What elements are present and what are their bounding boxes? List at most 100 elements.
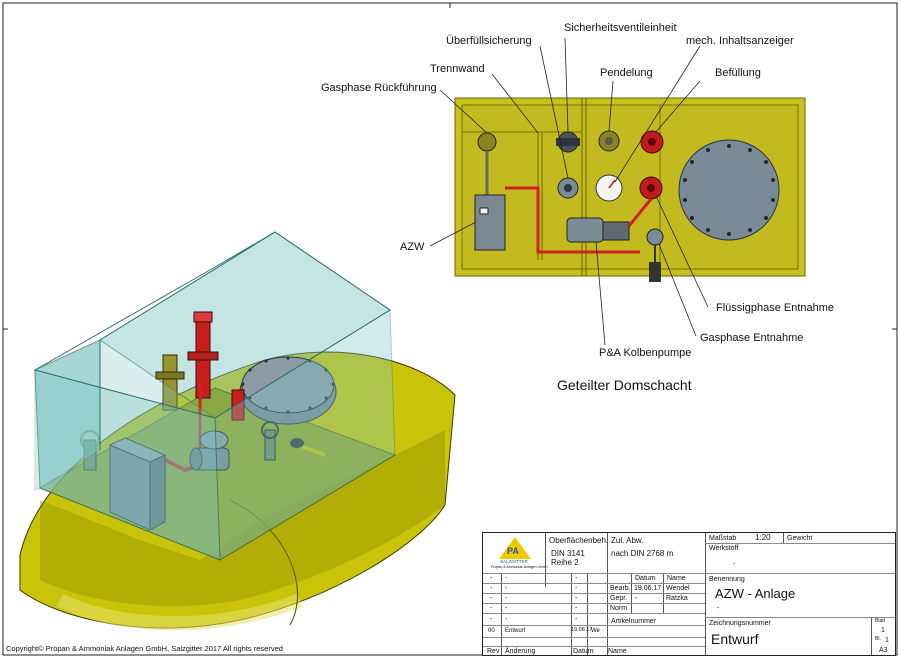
azw-box-top bbox=[108, 437, 167, 463]
rev-dash-13: - bbox=[575, 595, 578, 602]
drawing-no-label: Zeichnungsnummer bbox=[709, 620, 771, 627]
tb-hline-2 bbox=[705, 617, 895, 618]
sheet-label: Blatt bbox=[875, 618, 886, 624]
weight-label: Gewicht bbox=[787, 535, 813, 542]
checked-name: Ratzka bbox=[666, 595, 688, 602]
tb-hline-4 bbox=[483, 593, 705, 594]
tolerance-value: nach DIN 2768 m bbox=[611, 549, 674, 558]
azw-box-top-view-label bbox=[479, 207, 489, 215]
pump-head-top-view bbox=[602, 221, 630, 241]
rev-dash-7: - bbox=[490, 605, 493, 612]
row-drawn-label: Bearb. bbox=[610, 585, 631, 592]
format-value: A3 bbox=[879, 647, 888, 654]
drawing-title: Geteilter Domschacht bbox=[557, 377, 692, 393]
checked-date: - bbox=[635, 595, 638, 602]
liquid-pipe-top-view bbox=[505, 186, 640, 254]
label-mech-inhaltsanzeiger: mech. Inhaltsanzeiger bbox=[686, 35, 794, 47]
pump-motor-end bbox=[189, 447, 203, 471]
label-befuellung: Befüllung bbox=[715, 67, 761, 79]
label-pendelung: Pendelung bbox=[600, 67, 653, 79]
pump-feed-pipe bbox=[627, 198, 653, 227]
label-azw: AZW bbox=[400, 241, 425, 253]
tb-divider-rev1 bbox=[501, 573, 502, 655]
overfill-valve-flange bbox=[155, 371, 185, 380]
rev-dash-3: - bbox=[490, 585, 493, 592]
rev-date: 19.06.17 bbox=[571, 627, 593, 633]
content-gauge-needle bbox=[608, 179, 616, 189]
surface-label: Oberflächenbeh. bbox=[549, 536, 609, 545]
material-label: Werkstoff bbox=[709, 545, 739, 552]
manhole-top-view-bolts bbox=[683, 144, 775, 236]
manhole-top-view bbox=[678, 139, 780, 241]
change-label: Änderung bbox=[505, 648, 536, 655]
col-name-header: Name bbox=[667, 575, 686, 582]
col-date-header: Datum bbox=[635, 575, 656, 582]
label-gasphase-entnahme: Gasphase Entnahme bbox=[700, 332, 803, 344]
sheets-value: 1 bbox=[885, 637, 889, 644]
pump-top-view bbox=[566, 217, 604, 243]
leader-lines bbox=[429, 37, 709, 346]
rev-dash-8: - bbox=[505, 605, 508, 612]
drawing-no-value: Entwurf bbox=[711, 631, 759, 647]
row-norm-label: Norm bbox=[610, 605, 628, 612]
rev-dash-6: - bbox=[505, 595, 508, 602]
label-fluessigphase-entnahme: Flüssigphase Entnahme bbox=[716, 302, 834, 314]
label-trennwand: Trennwand bbox=[430, 63, 485, 75]
tb-hline-8 bbox=[483, 637, 705, 638]
housing-top-rim bbox=[33, 231, 391, 419]
manhole-bolts bbox=[241, 356, 335, 414]
rev-index: 00 bbox=[488, 628, 495, 634]
float-gauge bbox=[290, 438, 304, 448]
overfill-top-view-inner bbox=[564, 184, 572, 192]
row-checked-label: Gepr. bbox=[610, 595, 628, 602]
rev-dash-1: - bbox=[490, 575, 493, 582]
tb-hline-1 bbox=[483, 573, 895, 574]
gas-outlet-top-view bbox=[646, 228, 664, 246]
rev-dash-12: - bbox=[575, 585, 578, 592]
name-label: Benennung bbox=[709, 576, 745, 583]
fluessig-coupling-inner bbox=[647, 184, 655, 192]
tank-shadow bbox=[40, 430, 445, 607]
housing-divider-top bbox=[99, 231, 276, 341]
scale-label: Maßstab bbox=[709, 535, 737, 542]
rev-dash-10: - bbox=[505, 616, 508, 623]
tb-hline-9 bbox=[483, 646, 705, 647]
scale-value: 1:20 bbox=[755, 533, 771, 542]
surface-value-2: Reihe 2 bbox=[551, 558, 579, 567]
rev-dash-9: - bbox=[490, 616, 493, 623]
name-value: AZW - Anlage bbox=[715, 586, 796, 601]
rev-name: We bbox=[591, 628, 600, 634]
tb-hline-3 bbox=[483, 583, 705, 584]
tb-divider-scale bbox=[783, 533, 784, 543]
rev-text: Entwurf bbox=[505, 628, 526, 634]
label-sicherheitsventileinheit: Sicherheitsventileinheit bbox=[564, 22, 677, 34]
drawn-date: 19.06.17 bbox=[634, 585, 662, 592]
safety-valve-2 bbox=[231, 389, 245, 421]
article-label: Artikelnummer bbox=[611, 618, 657, 625]
gas-outlet-handwheel bbox=[261, 421, 279, 439]
gas-return-handwheel bbox=[477, 132, 497, 152]
label-gasphase-rueckfuehrung: Gasphase Rückführung bbox=[321, 82, 437, 94]
safety-valve-flange bbox=[187, 351, 219, 361]
rev-label: Rev bbox=[487, 648, 500, 655]
rev-dash-15: - bbox=[575, 616, 578, 623]
overfill-valve-stack bbox=[162, 354, 178, 411]
company-logo-text: PA bbox=[507, 546, 519, 556]
rev-dash-4: - bbox=[505, 585, 508, 592]
rev-name-label: Name bbox=[608, 648, 627, 655]
title-block: PA SALZGITTER Propan & Ammoniak Anlagen … bbox=[482, 532, 896, 656]
rev-date-label: Datum bbox=[573, 648, 594, 655]
label-kolbenpumpe: P&A Kolbenpumpe bbox=[599, 347, 691, 359]
tolerance-label: Zul. Abw. bbox=[611, 536, 644, 545]
gas-outlet-valve bbox=[264, 429, 276, 461]
company-small-name: Propan & Ammoniak Anlagen GmbH bbox=[491, 565, 548, 569]
tb-divider-surface bbox=[607, 533, 608, 587]
safety-valve-cap bbox=[193, 311, 213, 323]
tb-hline-7 bbox=[483, 625, 705, 626]
sheet-value: 1 bbox=[881, 627, 885, 634]
copyright-notice: Copyright© Propan & Ammoniak Anlagen Gmb… bbox=[6, 644, 283, 653]
sheets-label: Bl. bbox=[875, 636, 881, 642]
label-ueberfuellsicherung: Überfüllsicherung bbox=[446, 35, 532, 47]
tb-divider-rev3 bbox=[587, 573, 588, 655]
